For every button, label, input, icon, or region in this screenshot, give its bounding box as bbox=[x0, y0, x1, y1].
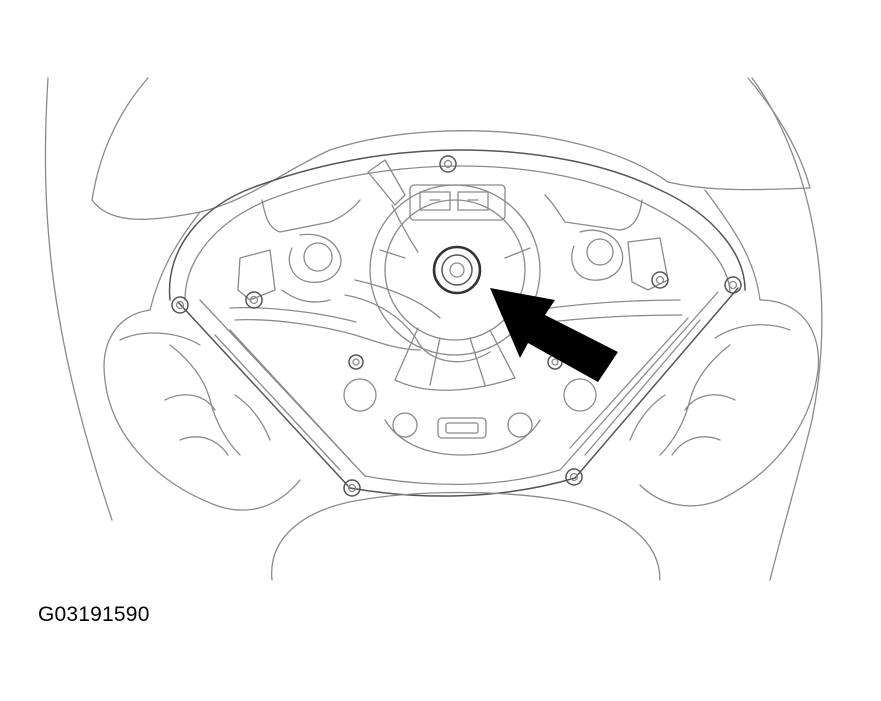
steering-wheel-rear-diagram bbox=[44, 77, 823, 581]
left-cover-details bbox=[229, 199, 421, 351]
top-connector bbox=[367, 159, 506, 253]
left-spoke-pad bbox=[103, 309, 301, 511]
center-hub-assembly bbox=[344, 184, 541, 391]
screw-icon bbox=[565, 468, 583, 486]
figure-id-label: G03191590 bbox=[38, 603, 150, 626]
lower-cover-details bbox=[343, 378, 597, 456]
mounting-screws bbox=[171, 155, 742, 497]
arrow-icon bbox=[490, 288, 618, 382]
steering-column-hub bbox=[271, 491, 661, 581]
screw-icon bbox=[171, 296, 189, 314]
screw-icon bbox=[651, 271, 669, 289]
upper-shroud bbox=[91, 130, 811, 311]
screw-icon bbox=[348, 354, 364, 370]
center-bolt bbox=[432, 245, 482, 295]
screw-icon bbox=[439, 155, 457, 173]
wheel-rim bbox=[44, 77, 823, 581]
airbag-module-back bbox=[168, 149, 746, 497]
screw-icon bbox=[245, 291, 263, 309]
right-spoke-pad bbox=[629, 299, 820, 507]
screw-icon bbox=[343, 479, 361, 497]
screw-icon bbox=[724, 276, 742, 294]
